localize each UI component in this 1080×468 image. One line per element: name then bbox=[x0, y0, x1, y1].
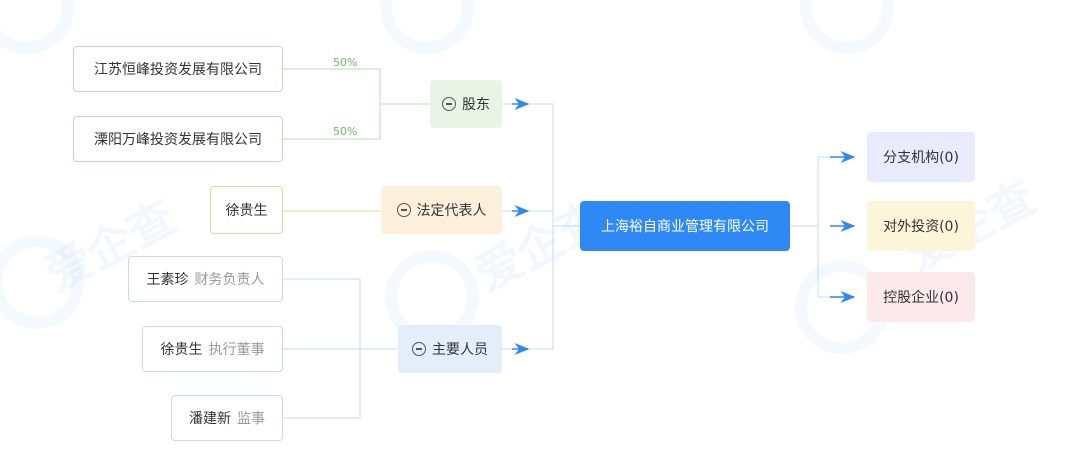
collapse-icon[interactable] bbox=[396, 203, 411, 217]
group-shareholders[interactable]: 股东 bbox=[430, 80, 502, 128]
key-person-name: 王素珍 bbox=[146, 272, 189, 288]
investments-label: 对外投资(0) bbox=[883, 219, 959, 235]
shareholder-name: 江苏恒峰投资发展有限公司 bbox=[94, 62, 262, 78]
group-legal-rep[interactable]: 法定代表人 bbox=[381, 186, 502, 234]
holdings-node[interactable]: 控股企业(0) bbox=[867, 272, 975, 322]
branches-label: 分支机构(0) bbox=[883, 150, 959, 166]
key-person-role: 监事 bbox=[237, 411, 265, 427]
key-person-role: 执行董事 bbox=[208, 342, 265, 358]
company-center-node[interactable]: 上海裕自商业管理有限公司 bbox=[580, 201, 790, 251]
key-person-name: 徐贵生 bbox=[160, 342, 203, 358]
key-person-role: 财务负责人 bbox=[194, 272, 265, 288]
holdings-label: 控股企业(0) bbox=[883, 290, 959, 306]
group-key-people[interactable]: 主要人员 bbox=[398, 325, 502, 373]
shareholder-percent: 50% bbox=[333, 56, 358, 69]
group-label: 主要人员 bbox=[432, 342, 488, 358]
collapse-icon[interactable] bbox=[442, 97, 456, 111]
key-person-node[interactable]: 徐贵生 执行董事 bbox=[142, 326, 283, 372]
collapse-icon[interactable] bbox=[412, 342, 426, 356]
shareholder-node[interactable]: 江苏恒峰投资发展有限公司 bbox=[73, 46, 283, 92]
shareholder-node[interactable]: 溧阳万峰投资发展有限公司 bbox=[73, 116, 283, 162]
legal-rep-node[interactable]: 徐贵生 bbox=[210, 186, 283, 234]
group-label: 股东 bbox=[462, 97, 490, 113]
shareholder-name: 溧阳万峰投资发展有限公司 bbox=[94, 132, 262, 148]
group-label: 法定代表人 bbox=[416, 203, 487, 219]
branches-node[interactable]: 分支机构(0) bbox=[867, 132, 975, 182]
company-name: 上海裕自商业管理有限公司 bbox=[601, 219, 769, 235]
key-person-node[interactable]: 潘建新 监事 bbox=[171, 395, 283, 441]
key-person-node[interactable]: 王素珍 财务负责人 bbox=[128, 256, 283, 302]
shareholder-percent: 50% bbox=[333, 125, 358, 138]
investments-node[interactable]: 对外投资(0) bbox=[867, 201, 975, 251]
legal-rep-name: 徐贵生 bbox=[225, 203, 268, 219]
key-person-name: 潘建新 bbox=[189, 411, 231, 427]
